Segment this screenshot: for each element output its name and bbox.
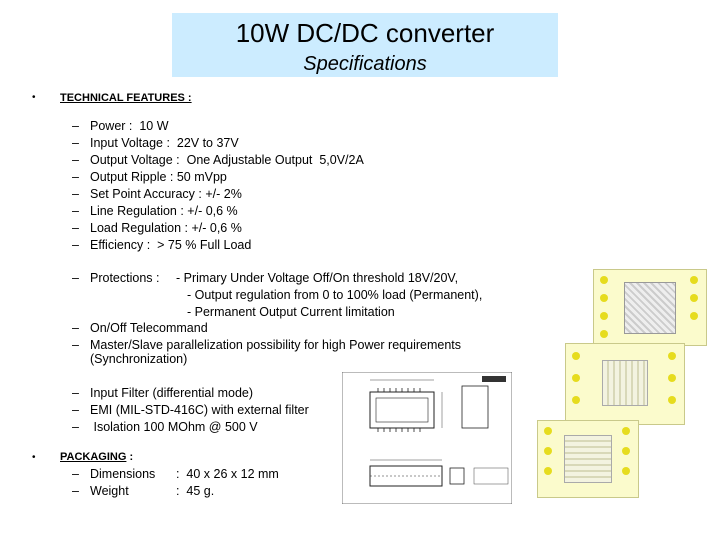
protection-line: - Primary Under Voltage Off/On threshold… bbox=[176, 271, 459, 285]
dash-icon: – bbox=[72, 136, 79, 150]
filter-item: Input Filter (differential mode) bbox=[90, 386, 254, 400]
mechanical-drawing bbox=[342, 372, 512, 504]
board-photo-bottom bbox=[537, 420, 639, 498]
technical-feature-item: Load Regulation : +/- 0,6 % bbox=[90, 221, 242, 235]
weight-value: : 45 g. bbox=[176, 484, 215, 498]
title-banner: 10W DC/DC converter Specifications bbox=[172, 13, 558, 77]
protections-label: Protections : bbox=[90, 271, 160, 285]
technical-feature-item: Output Voltage : One Adjustable Output 5… bbox=[90, 153, 364, 167]
board-photo-top bbox=[593, 269, 707, 346]
dash-icon: – bbox=[72, 170, 79, 184]
technical-feature-item: Output Ripple : 50 mVpp bbox=[90, 170, 227, 184]
dash-icon: – bbox=[72, 187, 79, 201]
packaging-heading-row: PACKAGING : bbox=[60, 451, 133, 463]
dash-icon: – bbox=[72, 271, 79, 285]
technical-feature-item: Set Point Accuracy : +/- 2% bbox=[90, 187, 242, 201]
technical-feature-item: Power : 10 W bbox=[90, 119, 169, 133]
bullet-icon: • bbox=[32, 452, 36, 463]
dash-icon: – bbox=[72, 338, 79, 352]
page-title: 10W DC/DC converter bbox=[235, 18, 495, 48]
dash-icon: – bbox=[72, 420, 79, 434]
protection-line: - Permanent Output Current limitation bbox=[187, 305, 395, 319]
board-photo-middle bbox=[565, 343, 685, 425]
technical-feature-item: Line Regulation : +/- 0,6 % bbox=[90, 204, 238, 218]
packaging-heading: PACKAGING bbox=[60, 451, 127, 463]
dash-icon: – bbox=[72, 221, 79, 235]
technical-features-heading: TECHNICAL FEATURES : bbox=[60, 92, 192, 104]
parallel-item-continued: (Synchronization) bbox=[90, 352, 188, 366]
dimensions-label: Dimensions bbox=[90, 467, 156, 481]
packaging-heading-colon: : bbox=[126, 451, 134, 463]
parallel-item: Master/Slave parallelization possibility… bbox=[90, 338, 462, 352]
page-subtitle: Specifications bbox=[303, 53, 427, 75]
protection-line: - Output regulation from 0 to 100% load … bbox=[187, 288, 483, 302]
dash-icon: – bbox=[72, 119, 79, 133]
dash-icon: – bbox=[72, 484, 79, 498]
dash-icon: – bbox=[72, 467, 79, 481]
technical-feature-item: Efficiency : > 75 % Full Load bbox=[90, 238, 252, 252]
dash-icon: – bbox=[72, 321, 79, 335]
dash-icon: – bbox=[72, 153, 79, 167]
dimensions-value: : 40 x 26 x 12 mm bbox=[176, 467, 279, 481]
dash-icon: – bbox=[72, 204, 79, 218]
isolation-item: Isolation 100 MOhm @ 500 V bbox=[90, 420, 258, 434]
dash-icon: – bbox=[72, 403, 79, 417]
emi-item: EMI (MIL-STD-416C) with external filter bbox=[90, 403, 309, 417]
dash-icon: – bbox=[72, 238, 79, 252]
weight-label: Weight bbox=[90, 484, 129, 498]
telecommand-item: On/Off Telecommand bbox=[90, 321, 208, 335]
technical-feature-item: Input Voltage : 22V to 37V bbox=[90, 136, 239, 150]
bullet-icon: • bbox=[32, 92, 36, 103]
dash-icon: – bbox=[72, 386, 79, 400]
